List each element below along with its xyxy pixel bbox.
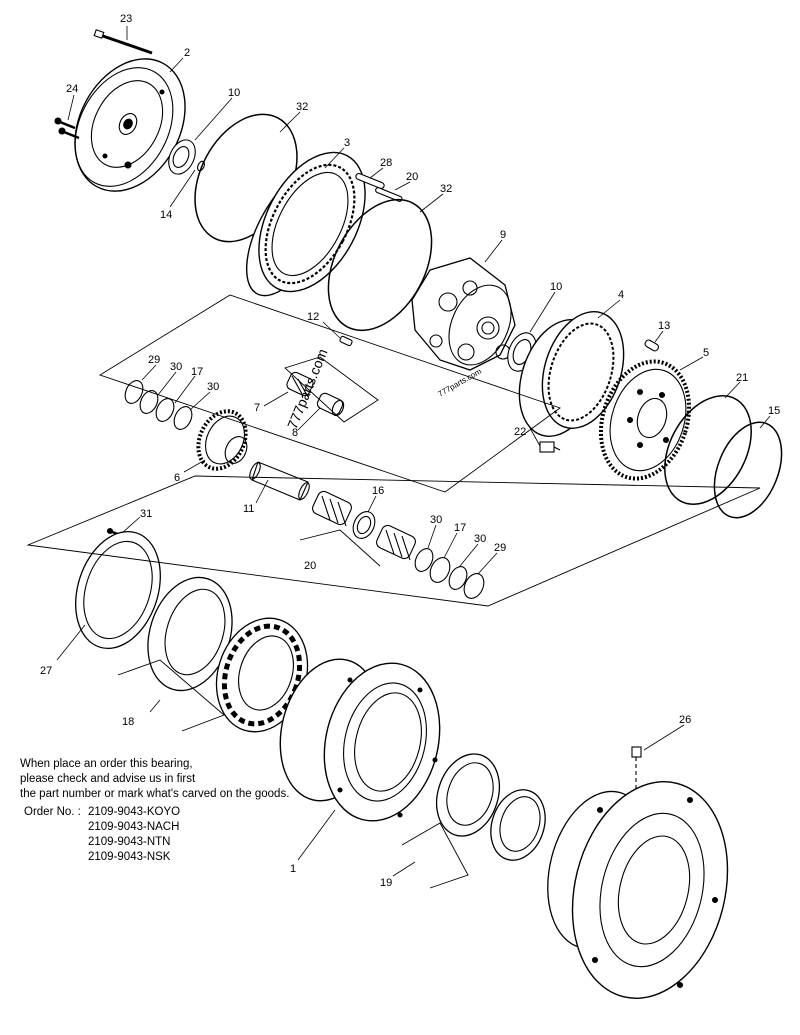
callout-30c: 30 <box>430 514 442 526</box>
callout-6: 6 <box>174 472 180 484</box>
callout-26: 26 <box>679 714 691 726</box>
callout-10b: 10 <box>550 281 562 293</box>
part-2-cover <box>74 58 186 192</box>
callout-11: 11 <box>243 503 254 515</box>
order-code: 2109-9043-NTN <box>88 836 171 848</box>
part-16-spacer <box>352 511 376 539</box>
part-26-plug <box>631 746 642 880</box>
order-code: 2109-9043-KOYO <box>88 806 181 818</box>
callout-21: 21 <box>736 372 748 384</box>
callout-30d: 30 <box>474 533 486 545</box>
callout-15: 15 <box>768 405 780 417</box>
callout-17: 17 <box>191 366 203 378</box>
part-24-bolts <box>54 117 80 140</box>
callout-32: 32 <box>296 101 308 113</box>
callout-32b: 32 <box>440 183 452 195</box>
note-line-2: please check and advise us in first <box>20 773 196 785</box>
callout-8: 8 <box>292 427 298 439</box>
part-15-ring <box>713 421 783 519</box>
callout-20: 20 <box>406 171 418 183</box>
callout-18: 18 <box>122 716 134 728</box>
callout-28: 28 <box>380 157 392 169</box>
leader-lines <box>56 26 771 877</box>
part-13-pin <box>644 339 660 352</box>
part-12-pin <box>339 335 353 347</box>
callout-23: 23 <box>120 13 132 25</box>
callout-3: 3 <box>344 137 350 149</box>
callout-24: 24 <box>66 83 78 95</box>
part-9-carrier <box>411 257 516 371</box>
callout-31: 31 <box>140 508 152 520</box>
callout-12: 12 <box>307 311 319 323</box>
note-line-3: the part number or mark what's carved on… <box>20 788 290 800</box>
callout-29: 29 <box>148 354 160 366</box>
callout-19: 19 <box>380 877 392 889</box>
callout-30b: 30 <box>207 381 219 393</box>
group-brackets <box>26 294 761 889</box>
part-14-pin <box>197 160 205 172</box>
part-18-bearing-inner <box>215 617 309 733</box>
part-6-planet-gear <box>196 409 248 471</box>
order-code: 2109-9043-NACH <box>88 821 180 833</box>
part-20-needle-bearing-a <box>312 490 352 527</box>
callout-13: 13 <box>658 320 670 332</box>
note-line-1: When place an order this bearing, <box>20 758 193 770</box>
part-20-needle-bearing-b <box>376 524 416 561</box>
part-10-washer-upper <box>168 139 196 175</box>
callout-5: 5 <box>703 347 709 359</box>
callout-27: 27 <box>40 665 52 677</box>
part-5-gear-hub <box>598 359 692 481</box>
callout-20b: 20 <box>304 560 316 572</box>
part-4-internal-gear <box>518 311 625 437</box>
order-code-list: 2109-9043-KOYO 2109-9043-NACH 2109-9043-… <box>88 805 228 865</box>
part-19-seal-inner <box>490 789 546 861</box>
callout-22: 22 <box>514 426 526 438</box>
part-3-ring-gear <box>245 151 366 297</box>
order-code: 2109-9043-NSK <box>88 851 171 863</box>
part-28-pin <box>355 172 385 190</box>
part-21-snap-ring <box>664 395 752 505</box>
part-7-needle-bearing <box>286 371 314 398</box>
order-numbers: Order No. : 2109-9043-KOYO 2109-9043-NAC… <box>24 805 180 863</box>
callout-16: 16 <box>372 485 384 497</box>
callout-14: 14 <box>160 209 172 221</box>
callout-1: 1 <box>290 863 296 875</box>
part-27-ring-plate <box>75 530 161 650</box>
part-23-bolt <box>93 29 153 55</box>
callout-numbers: 23 2 24 10 32 14 3 28 20 32 9 10 4 13 5 … <box>40 13 780 889</box>
callout-7: 7 <box>254 402 260 414</box>
part-1-housing <box>279 658 441 822</box>
callout-10: 10 <box>228 87 240 99</box>
callout-2: 2 <box>184 47 190 59</box>
bearing-order-note: When place an order this bearing, please… <box>20 757 289 802</box>
spindle-hub <box>547 781 729 999</box>
callout-4: 4 <box>618 289 624 301</box>
part-22-plug <box>539 441 561 453</box>
callout-9: 9 <box>500 229 506 241</box>
callout-17b: 17 <box>454 522 466 534</box>
order-label: Order No. : <box>24 806 81 818</box>
part-11-shaft <box>249 461 310 501</box>
part-19-seal-outer <box>436 753 500 837</box>
part-8-sleeve <box>316 392 345 417</box>
lower-washer-group <box>414 548 485 599</box>
callout-30: 30 <box>170 361 182 373</box>
watermark-small: 777parts.com <box>437 367 484 399</box>
callout-29b: 29 <box>494 542 506 554</box>
